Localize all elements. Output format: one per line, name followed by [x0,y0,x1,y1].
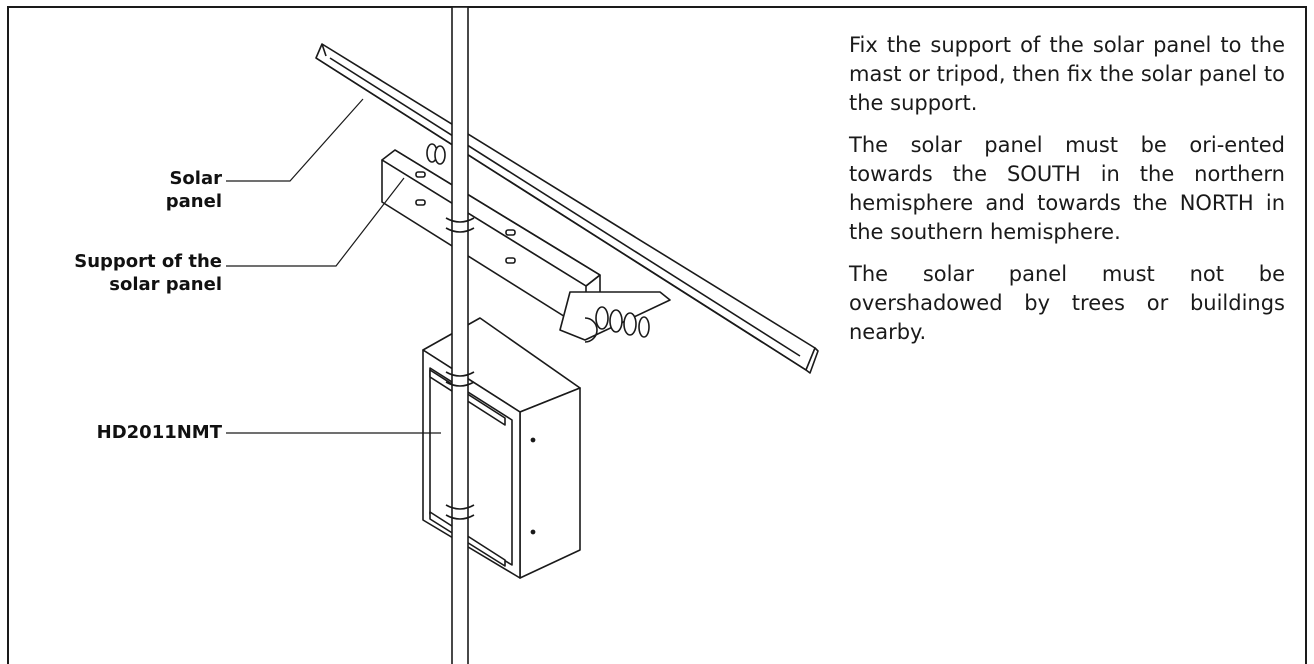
mast-drawing [445,6,475,664]
solar-panel-drawing [315,43,819,374]
support-label: Support of the solar panel [74,250,222,296]
diagram-frame [7,6,1307,664]
solar-panel-label-line-2: panel [165,191,222,212]
panel-support-drawing [381,143,671,343]
hd2011nmt-label: HD2011NMT [96,422,222,443]
instruction-paragraph-3: The solar panel must not be overshadowed… [849,262,1285,344]
hd2011nmt-enclosure-drawing [422,317,581,579]
support-leader [226,177,405,267]
solar-panel-label-line-1: Solar [169,168,222,189]
support-label-line-2: solar panel [109,274,222,295]
instructions-text: Fix the support of the solar panel to th… [849,31,1285,360]
instruction-paragraph-1: Fix the support of the solar panel to th… [849,33,1285,115]
support-label-line-1: Support of the [74,251,222,272]
instruction-paragraph-2: The solar panel must be ori-ented toward… [849,133,1285,244]
leader-lines [226,98,441,434]
solar-panel-label: Solar panel [166,167,222,213]
solar-panel-leader [226,98,364,182]
